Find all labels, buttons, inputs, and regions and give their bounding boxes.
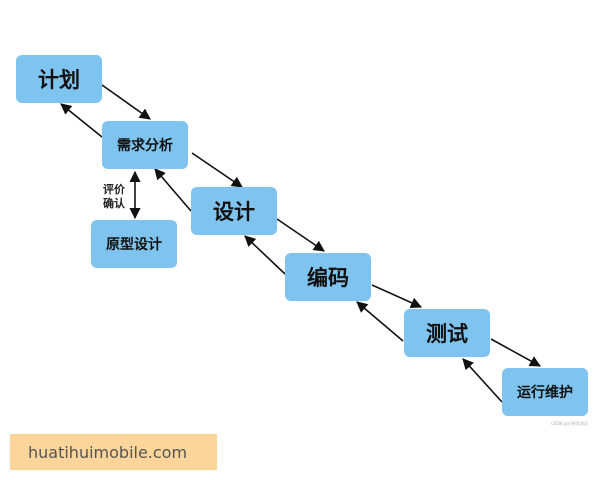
- node-testing: 测试: [404, 309, 490, 357]
- review-label-line1: 评价: [103, 183, 125, 196]
- node-requirements: 需求分析: [102, 121, 188, 169]
- arrow-operations-to-testing: [462, 358, 503, 403]
- review-label-line2: 确认: [103, 197, 125, 210]
- site-banner: huatihuimobile.com: [10, 434, 217, 470]
- arrow-design-to-requirements: [154, 168, 192, 212]
- arrow-requirements-to-plan: [60, 103, 103, 138]
- arrow-requirements-to-design: [191, 152, 243, 188]
- arrow-testing-to-coding: [356, 301, 404, 342]
- node-prototype: 原型设计: [91, 220, 177, 268]
- node-design: 设计: [191, 187, 277, 235]
- node-operations: 运行维护: [502, 368, 588, 416]
- node-plan: 计划: [16, 55, 102, 103]
- site-banner-text: huatihuimobile.com: [28, 442, 188, 462]
- arrow-coding-to-design: [244, 235, 286, 275]
- node-coding: 编码: [285, 253, 371, 301]
- review-confirm-label: 评价 确认: [103, 183, 133, 211]
- arrow-coding-to-testing: [371, 284, 423, 308]
- arrow-design-to-coding: [276, 218, 325, 252]
- arrow-testing-to-operations: [490, 338, 541, 367]
- arrow-plan-to-requirements: [101, 84, 151, 120]
- watermark: CSDN @小胖学测试: [551, 421, 588, 426]
